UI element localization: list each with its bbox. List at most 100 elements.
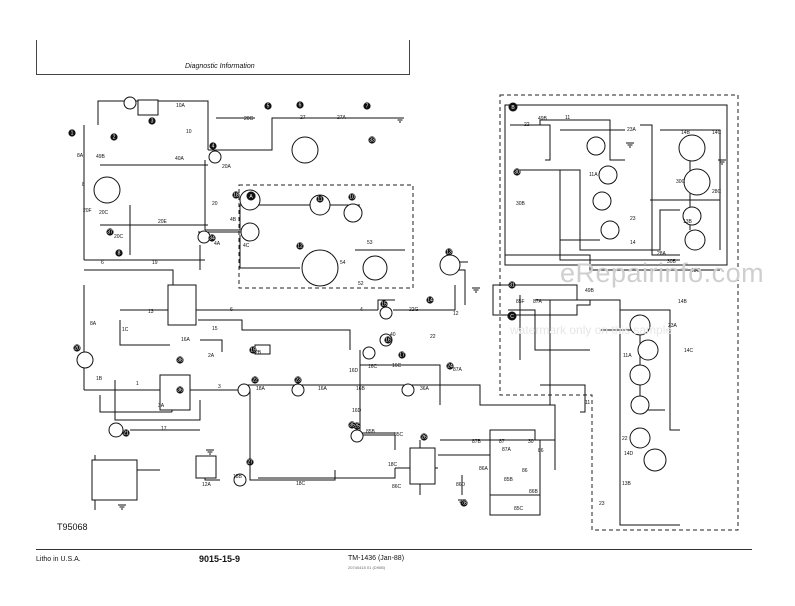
connector-box [195,455,217,479]
connector-symbol [237,383,251,397]
connector-symbol [401,383,415,397]
wire-label: 23A [627,127,637,133]
panel-b [504,104,728,266]
wire-label: 8A [77,153,84,159]
wire-label: 8A [90,321,97,327]
ground-icon [718,159,726,165]
wire-segment [660,129,721,250]
wire-label: 30 [528,439,534,445]
wire-label: 22 [622,436,628,442]
component-symbol [309,194,331,216]
callout-marker [348,193,356,201]
callout-marker [249,346,257,354]
component-symbol [439,254,461,276]
section-label: B [511,105,515,111]
wire-label: 4B [230,217,237,223]
callout-number: 27 [247,460,253,466]
callout-marker [251,376,259,384]
wire-label: 20C [99,210,109,216]
wire-label: 86B [529,489,539,495]
callout-marker [122,429,130,437]
relay-box [489,439,541,496]
resistor-box [137,99,159,116]
wire-label: 16D [352,408,362,414]
wire-label: 23A [668,323,678,329]
callout-number: 6 [299,103,302,109]
callout-number: 15 [381,302,387,308]
footer-sub: 20740415 01 (D90B) [348,565,386,570]
section-label: A [249,194,253,200]
wire-segment [540,384,586,395]
wire-label: 14B [681,130,691,136]
callout-marker [420,433,428,441]
component-symbol [600,220,620,240]
wire-label: 85C [514,506,524,512]
component-symbol [76,351,94,369]
wire-label: 20A [222,164,232,170]
ground-icon [458,499,466,505]
wire-label: 22 [430,334,436,340]
section-marker [508,102,518,112]
section-marker [507,311,517,321]
component-symbol [637,339,659,361]
callout-marker [508,281,516,289]
wire-label: 10A [176,103,186,109]
callout-number: 30 [514,170,520,176]
callout-number: 16 [385,338,391,344]
callout-number: 22 [252,378,258,384]
callout-marker [445,248,453,256]
wire-label: 18B [233,474,243,480]
section-label: C [510,314,514,320]
wire-label: 12 [453,311,459,317]
wire-label: 18A [256,386,266,392]
wire-label: 11 [565,115,570,121]
relay-box [409,447,436,485]
wire-label: 23 [599,501,605,507]
callout-number: 10 [349,195,355,201]
callout-number: 31 [509,283,515,289]
wire-label: 1B [96,376,103,382]
wire-label: 53 [367,240,373,246]
header-frame [36,40,410,75]
wire-label: 1 [136,381,139,387]
component-symbol [592,191,612,211]
wire-label: 15 [212,326,218,332]
wire-label: 87 [499,439,505,445]
component-symbol [630,395,650,415]
wire-label: 20 [212,201,218,207]
wire-segment [505,254,700,271]
component-symbol [362,255,388,281]
wire-label: 86A [479,466,489,472]
wire-label: 13B [622,481,632,487]
callout-marker [208,234,216,242]
wire-segment [208,117,400,151]
ground-icon [626,142,634,148]
callout-marker [384,336,392,344]
wire-label: 8 [82,182,85,188]
callout-marker [294,376,302,384]
callout-marker [106,228,114,236]
wire-segment [114,380,201,421]
wire-label: 14D [624,451,634,457]
wire-label: 13B [683,219,693,225]
callout-number: 33 [369,138,375,144]
wire-segment [510,124,551,161]
switch-box [167,284,197,326]
wire-label: 27 [300,115,306,121]
wire-label: 36A [420,386,430,392]
wire-segment [508,309,590,351]
component-symbol [629,364,651,386]
figure-id: T95068 [57,522,88,532]
wire-label: 14B [678,299,688,305]
callout-marker [348,421,356,429]
wire-label: 20C [114,234,124,240]
callout-number: 20 [74,346,80,352]
wire-label: 13C [691,268,701,274]
wire-label: 16C [392,363,402,369]
component-symbol [108,422,124,438]
wire-label: 49B [585,288,595,294]
callout-number: 4 [212,144,215,150]
wire-label: 18C [388,462,398,468]
